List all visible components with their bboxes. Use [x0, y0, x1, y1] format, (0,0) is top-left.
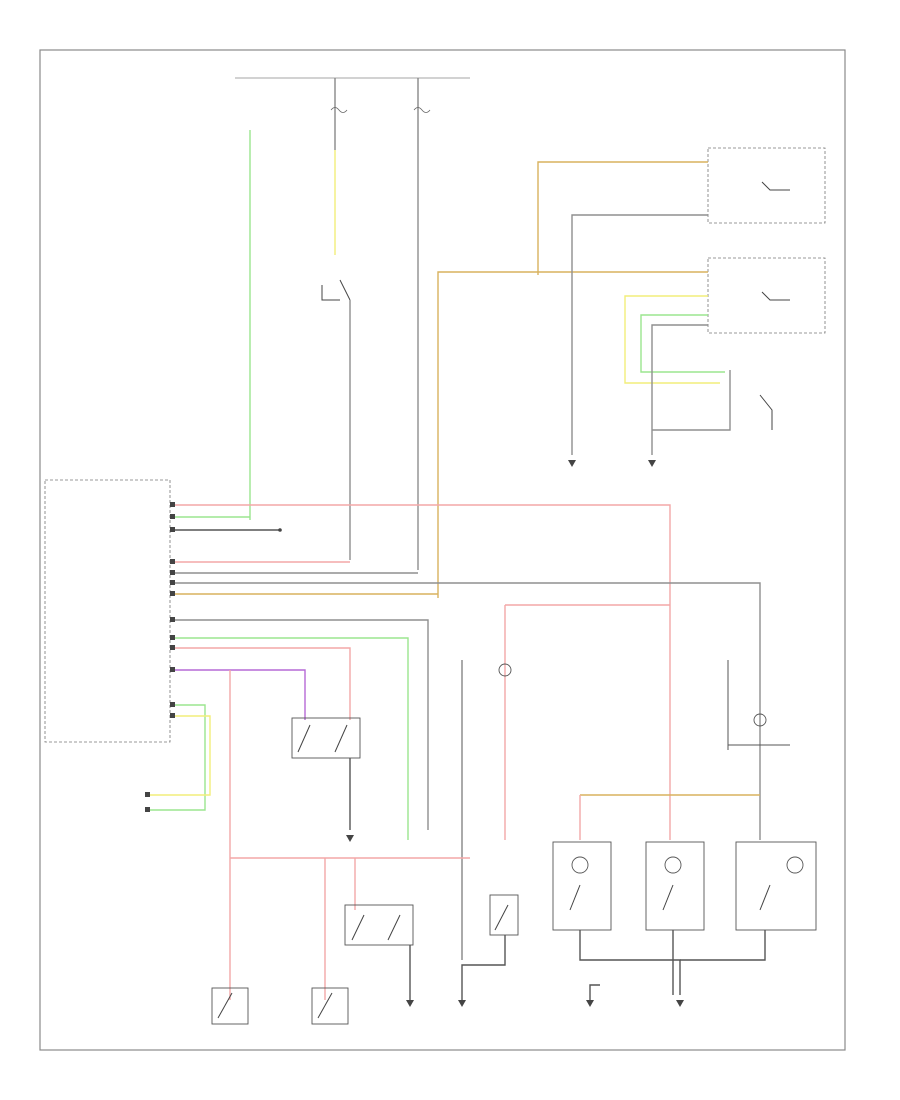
door-switch-2-blade	[662, 884, 674, 911]
rear-door-lock-module	[707, 257, 826, 334]
ground-icon-1	[568, 460, 576, 467]
tailgate-ground-wire	[461, 935, 506, 1000]
orange-wire-rear-module	[437, 271, 708, 598]
green-wire-short	[150, 704, 206, 811]
lower-center-switch-blade-2	[387, 914, 401, 941]
ground-icon-4	[676, 1000, 684, 1007]
center-switch-blade-2	[334, 724, 348, 753]
red-wire-main	[175, 504, 671, 840]
green-wire-rear-module	[640, 314, 725, 373]
module-connector-pins	[145, 502, 175, 812]
gray-wire-lower	[175, 619, 429, 830]
door-switch-box-2	[645, 841, 705, 931]
purple-wire	[175, 669, 306, 720]
door-switch-3-blade	[759, 884, 771, 911]
lock-switch-left-blade	[217, 992, 233, 1019]
door-switch-1-blade	[569, 884, 581, 911]
yellow-wire-short	[150, 715, 211, 796]
ground-wire-switch-left	[589, 984, 600, 1000]
right-lamp-icon	[753, 713, 767, 727]
rear-door-key-switch	[759, 394, 773, 430]
door-switch-top	[321, 285, 340, 301]
center-switch-blade-1	[297, 724, 311, 753]
gray-wire-front-module-ground	[571, 214, 708, 455]
front-door-lock-module	[707, 147, 826, 224]
ground-wire-switches-1	[579, 930, 681, 995]
door-switch-2-lamp	[664, 856, 682, 874]
front-module-switch	[761, 181, 790, 191]
ground-icon-5	[586, 1000, 594, 1007]
lower-center-switch-blade-1	[351, 914, 365, 941]
diagram-frame	[39, 49, 846, 1051]
rear-module-switch	[761, 291, 790, 301]
door-switch-box-1	[552, 841, 612, 931]
ground-icon-3	[346, 835, 354, 842]
body-control-module-box	[44, 479, 171, 743]
orange-wire-front-module	[537, 161, 708, 275]
lock-switch-right-blade	[317, 992, 333, 1019]
tailgate-switch-block	[489, 894, 519, 936]
gray-wire-rear-module-ground	[651, 324, 708, 455]
splice-point	[278, 528, 282, 532]
fuse-a-icon	[330, 107, 348, 113]
center-switch-block	[291, 717, 361, 759]
fuse-b-icon	[413, 107, 431, 113]
ground-icon-2	[648, 460, 656, 467]
lock-switch-left	[211, 987, 249, 1025]
door-switch-3-lamp	[786, 856, 804, 874]
ground-icon-7	[458, 1000, 466, 1007]
ground-wire-switches-3	[680, 930, 766, 961]
ground-icon-6	[406, 1000, 414, 1007]
gray-wire-door-switch	[652, 370, 731, 431]
gray-wire-module-2	[175, 582, 761, 840]
door-switch-box-3	[735, 841, 817, 931]
tailgate-switch-blade	[494, 904, 509, 931]
green-wire-lower	[175, 637, 409, 840]
lock-switch-right	[311, 987, 349, 1025]
door-switch-top-blade	[339, 279, 351, 301]
yellow-wire-rear-module	[624, 295, 720, 384]
red-wire-lower	[175, 647, 351, 720]
lower-center-switch-block	[344, 904, 414, 946]
courtesy-lamp-icon	[498, 663, 512, 677]
door-switch-1-lamp	[571, 856, 589, 874]
